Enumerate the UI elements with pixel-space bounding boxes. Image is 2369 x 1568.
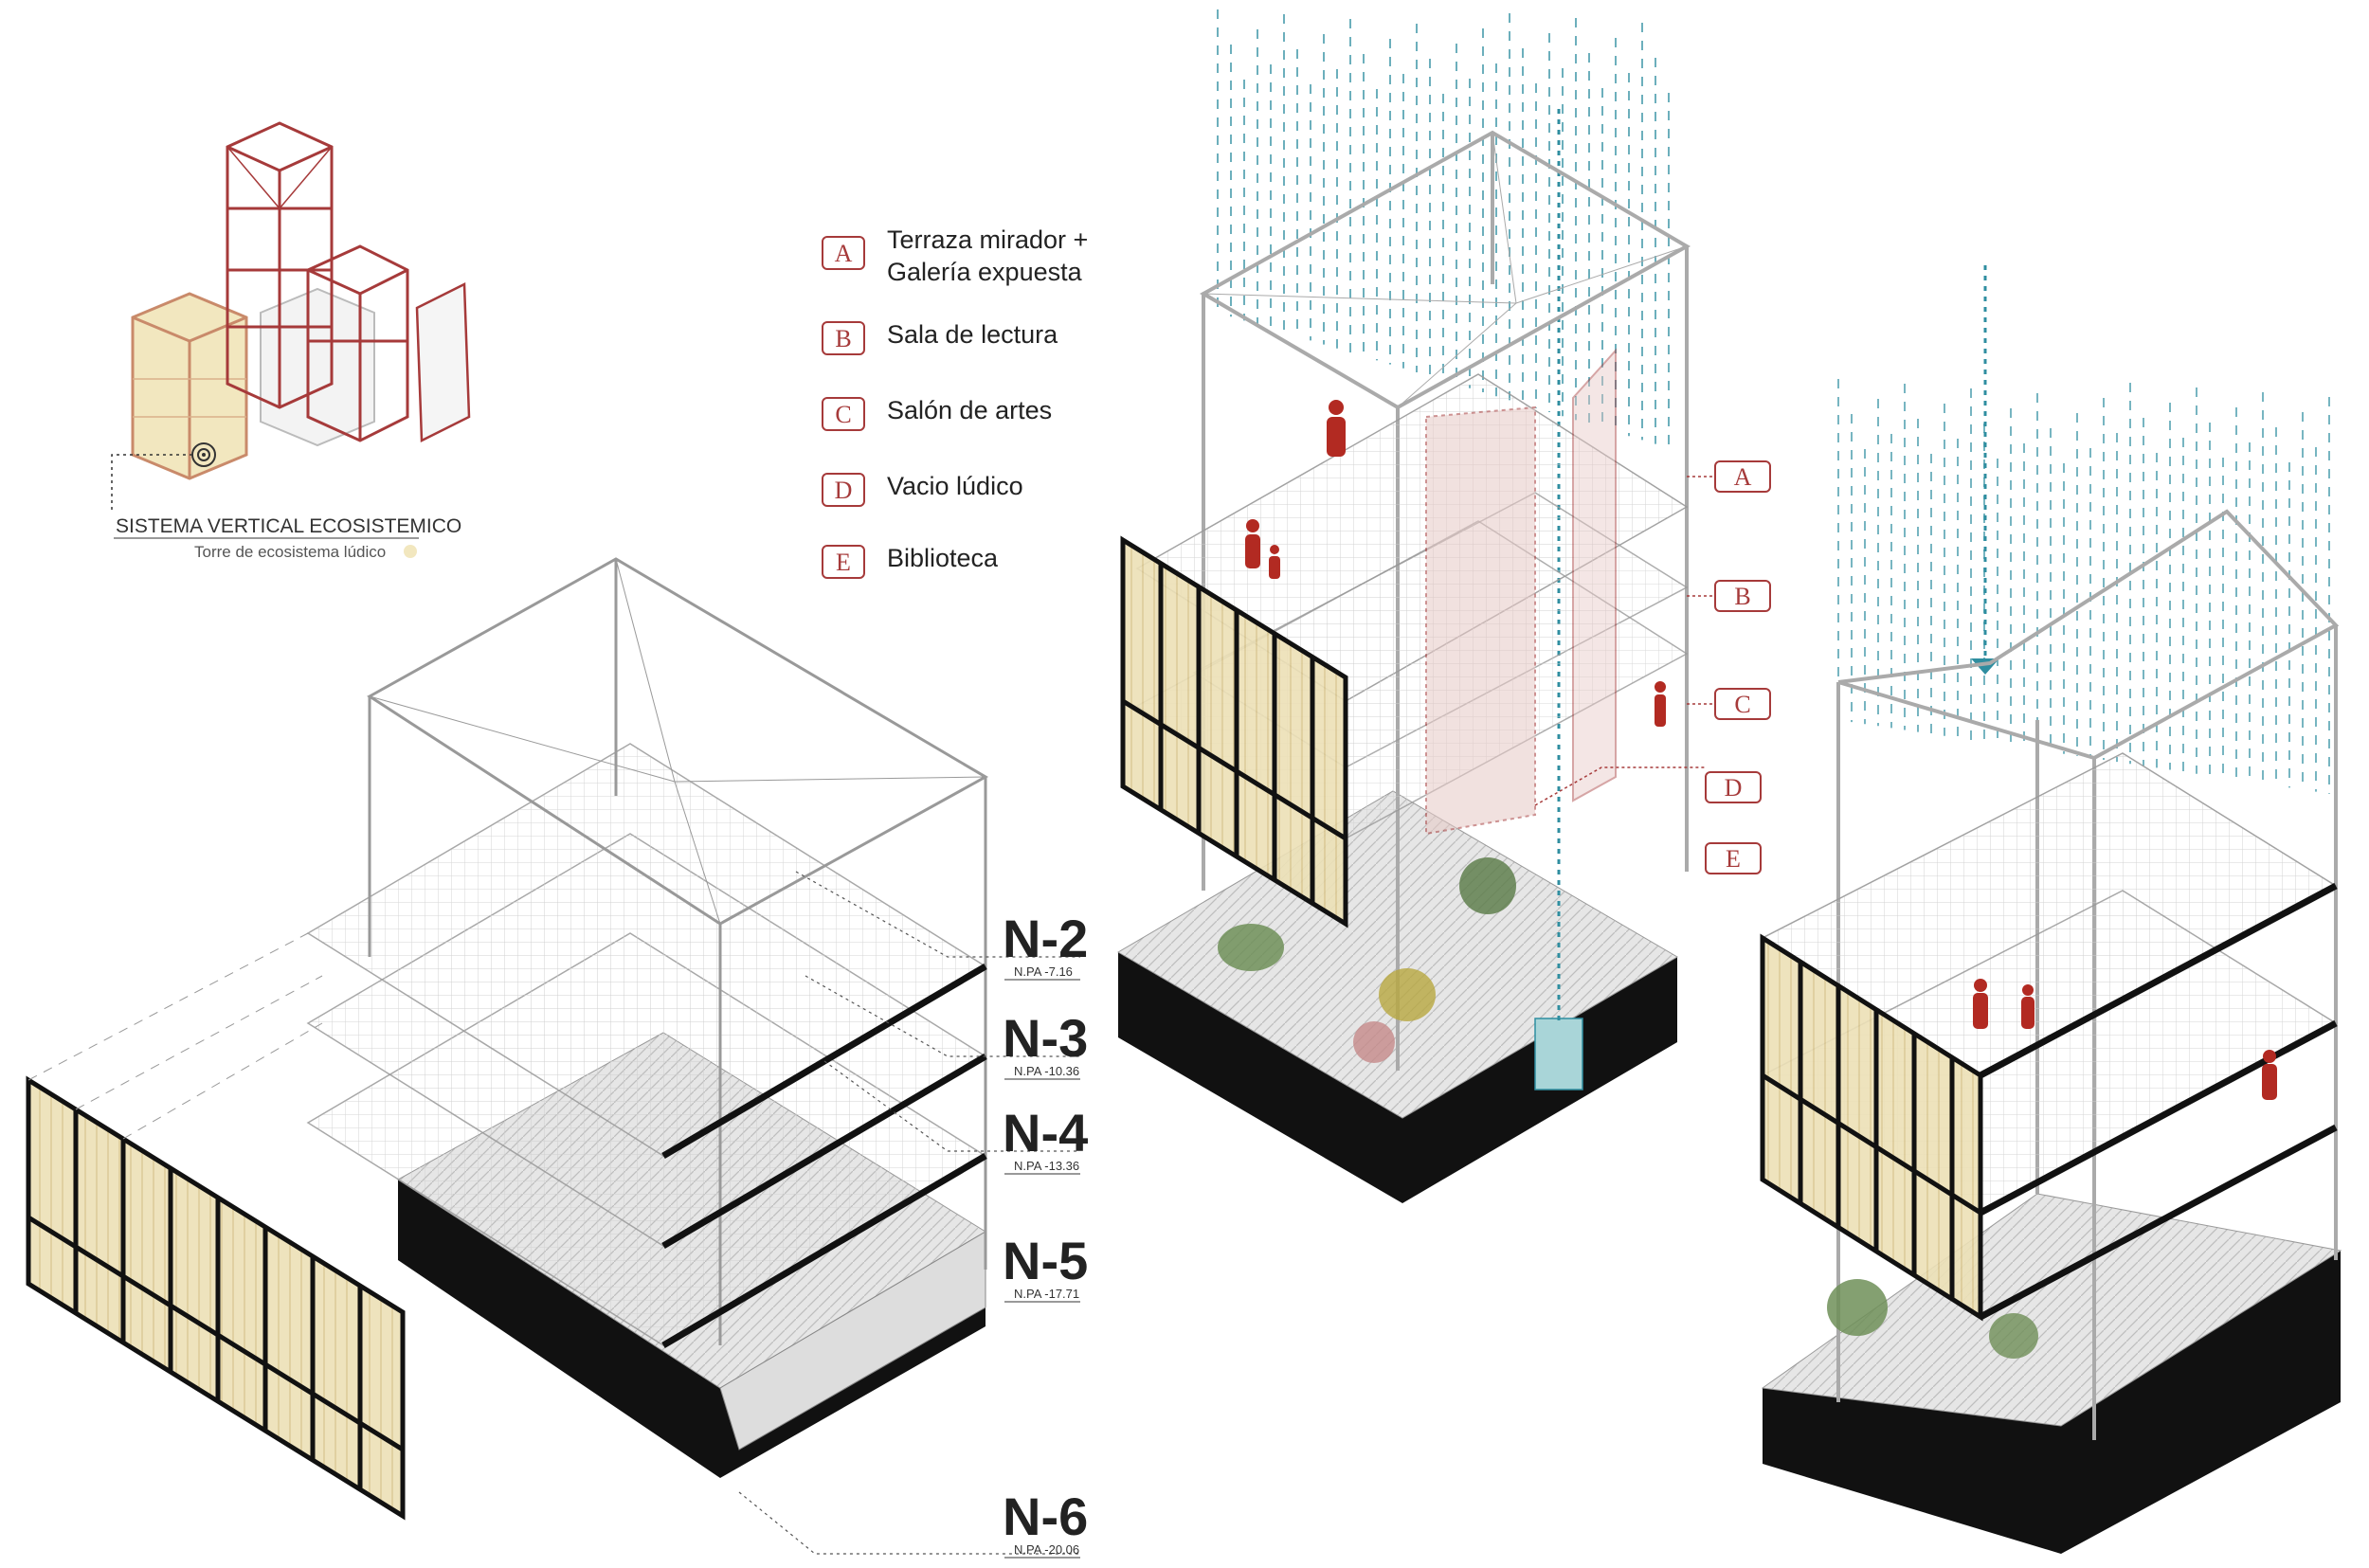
- plants: [1218, 857, 1516, 1063]
- building-right: [1760, 265, 2342, 1554]
- svg-text:D: D: [835, 477, 853, 504]
- legend-item-e: E Biblioteca: [822, 544, 999, 579]
- svg-text:Galería expuesta: Galería expuesta: [887, 258, 1083, 286]
- building-exploded: N-2 N.PA -7.16 N-3 N.PA -10.36 N-4 N.PA …: [26, 557, 1088, 1559]
- svg-text:N.PA -17.71: N.PA -17.71: [1014, 1287, 1079, 1301]
- svg-text:N-3: N-3: [1003, 1008, 1088, 1068]
- legend-item-a: A Terraza mirador + Galería expuesta: [822, 225, 1088, 286]
- tag-e: E: [1726, 845, 1741, 873]
- projection-lines: [27, 932, 323, 1140]
- svg-text:N-5: N-5: [1003, 1231, 1088, 1290]
- level-n3: N-3 N.PA -10.36: [805, 975, 1088, 1080]
- red-figures: [1973, 979, 2277, 1100]
- red-figures: [1245, 400, 1666, 727]
- level-labels: N-2 N.PA -7.16 N-3 N.PA -10.36 N-4 N.PA …: [738, 871, 1088, 1559]
- void-panel: [1425, 406, 1536, 836]
- base-block: [1763, 1251, 2341, 1554]
- svg-text:C: C: [835, 401, 851, 428]
- system-diagram: SISTEMA VERTICAL ECOSISTEMICO Torre de e…: [111, 121, 471, 561]
- svg-text:Terraza mirador +: Terraza mirador +: [887, 225, 1088, 254]
- svg-text:N-2: N-2: [1003, 909, 1088, 968]
- building-center: A B C D E: [1117, 9, 1771, 1203]
- tag-c: C: [1734, 691, 1750, 718]
- red-tower-tall: [226, 121, 334, 409]
- rain-lines: [1837, 379, 2330, 794]
- svg-text:B: B: [835, 325, 851, 352]
- base-block: [398, 1180, 986, 1478]
- system-title: SISTEMA VERTICAL ECOSISTEMICO: [116, 515, 461, 537]
- legend: A Terraza mirador + Galería expuesta B S…: [822, 225, 1088, 579]
- legend-item-d: D Vacio lúdico: [822, 472, 1023, 507]
- section-tags: A B C D E: [1534, 460, 1771, 874]
- svg-text:Vacio lúdico: Vacio lúdico: [887, 472, 1023, 500]
- beam-n4: [661, 1053, 987, 1250]
- facade-panel: [26, 1075, 406, 1521]
- water-basin: [1534, 1018, 1583, 1090]
- svg-text:N.PA -20.06: N.PA -20.06: [1014, 1542, 1079, 1557]
- plants: [1827, 1279, 2038, 1359]
- beam-n5: [661, 1152, 987, 1349]
- svg-text:Biblioteca: Biblioteca: [887, 544, 999, 572]
- system-subtitle: Torre de ecosistema lúdico: [194, 543, 386, 561]
- side-panel: [415, 282, 471, 442]
- svg-text:E: E: [836, 549, 851, 576]
- svg-text:Sala de lectura: Sala de lectura: [887, 320, 1058, 349]
- svg-text:N-6: N-6: [1003, 1487, 1088, 1546]
- stairs: [719, 1231, 986, 1451]
- red-tower-short: [306, 244, 409, 442]
- tag-d: D: [1725, 774, 1743, 802]
- leader-line: [111, 454, 192, 512]
- svg-text:A: A: [835, 240, 853, 267]
- level-n2: N-2 N.PA -7.16: [795, 871, 1088, 981]
- svg-text:N.PA -13.36: N.PA -13.36: [1014, 1159, 1079, 1173]
- tag-a: A: [1734, 463, 1752, 491]
- legend-item-c: C Salón de artes: [822, 396, 1052, 431]
- level-n6: N-6 N.PA -20.06: [738, 1487, 1088, 1559]
- yellow-dot-icon: [404, 545, 417, 558]
- svg-text:N.PA -7.16: N.PA -7.16: [1014, 964, 1073, 979]
- facade-panel: [1120, 535, 1348, 928]
- level-n4: N-4 N.PA -13.36: [823, 1060, 1088, 1175]
- void-panel-side: [1572, 348, 1617, 802]
- level-n5: N-5 N.PA -17.71: [1003, 1231, 1088, 1303]
- tag-b: B: [1734, 583, 1750, 610]
- roof-frame: [367, 557, 989, 1345]
- legend-item-b: B Sala de lectura: [822, 320, 1058, 355]
- rain-lines: [1217, 9, 1670, 448]
- svg-text:N.PA -10.36: N.PA -10.36: [1014, 1064, 1079, 1078]
- facade-panel: [1760, 933, 1983, 1322]
- svg-text:N-4: N-4: [1003, 1103, 1088, 1162]
- svg-text:Salón de artes: Salón de artes: [887, 396, 1052, 424]
